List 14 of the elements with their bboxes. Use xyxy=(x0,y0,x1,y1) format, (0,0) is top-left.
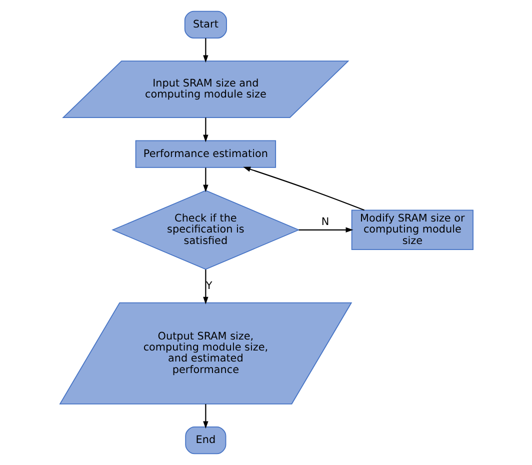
arrow xyxy=(202,38,208,63)
node-box: Performance estimation xyxy=(134,140,276,168)
node-diamond: Check if the specification is satisfied xyxy=(111,190,300,270)
edge-label: N xyxy=(320,216,329,228)
arrow xyxy=(202,404,208,429)
arrow xyxy=(298,227,353,232)
edge-label: Y xyxy=(205,280,212,292)
node-box: Modify SRAM size or computing module size xyxy=(350,210,473,250)
arrow xyxy=(242,166,364,211)
node-box: End xyxy=(184,426,226,454)
arrow xyxy=(202,270,208,304)
arrow xyxy=(202,118,208,142)
arrow xyxy=(202,168,208,192)
node-box: Start xyxy=(184,10,226,38)
